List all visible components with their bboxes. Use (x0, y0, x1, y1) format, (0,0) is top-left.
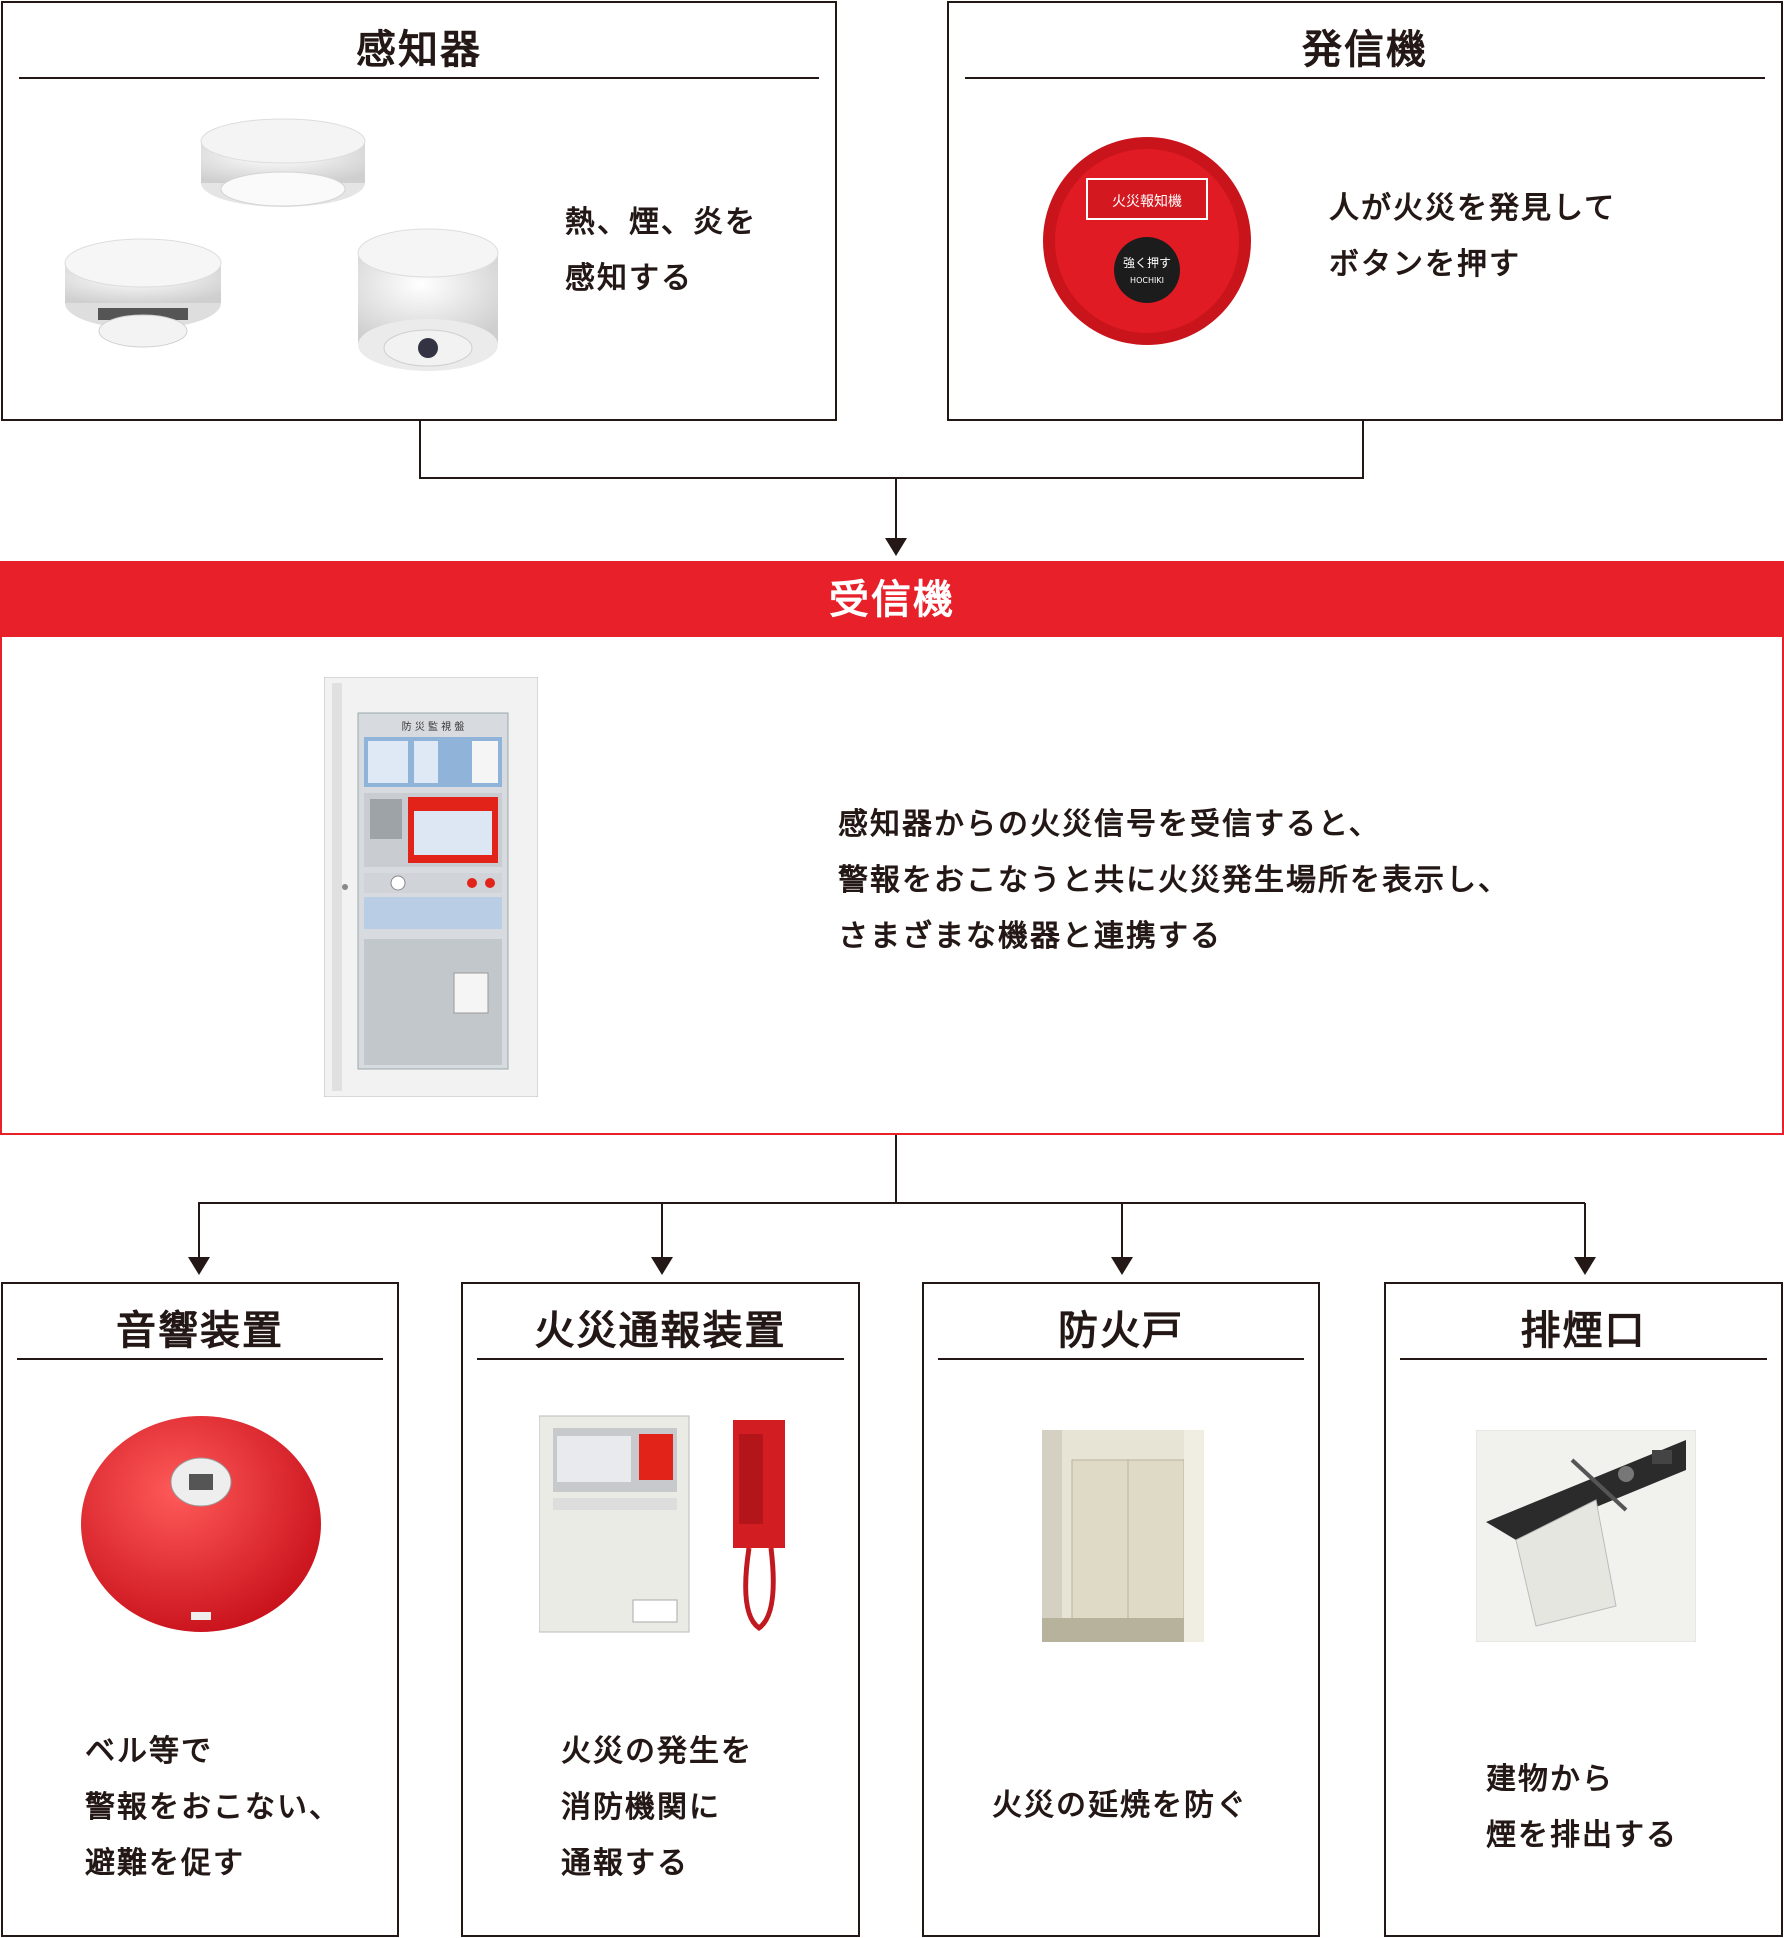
connector-to-bell (198, 1203, 200, 1257)
reporter-divider (477, 1358, 844, 1360)
fire-door-icon (1042, 1430, 1204, 1642)
fire-reporting-device-icon (539, 1414, 789, 1634)
reporter-title: 火災通報装置 (534, 1308, 787, 1354)
reporter-desc-line-2: 消防機関に (561, 1790, 721, 1825)
bell-desc-line-1: ベル等で (85, 1734, 213, 1769)
arrow-to-reporter-icon (651, 1257, 673, 1275)
reporter-box: 火災通報装置 火災の発生を 消防機関に 通報する (461, 1282, 860, 1937)
arrow-to-smoke-vent-icon (1574, 1257, 1596, 1275)
bell-desc-line-3: 避難を促す (85, 1846, 245, 1881)
fire-door-description: 火災の延焼を防ぐ (992, 1778, 1248, 1834)
reporter-desc-line-3: 通報する (561, 1846, 689, 1881)
bell-desc-line-2: 警報をおこない、 (85, 1790, 341, 1825)
arrow-to-fire-door-icon (1111, 1257, 1133, 1275)
transmitter-box: 発信機 火災報知機 強く押す HOCHIKI 人が火災を発見して ボタンを押す (947, 1, 1783, 421)
fire-alarm-control-panel-icon: 防 災 監 視 盤 (324, 677, 538, 1097)
receiver-box: 防 災 監 視 盤 感知器からの火災信号を受信すると、 警報をおこなうと共に火災… (0, 637, 1784, 1135)
fire-door-box: 防火戸 火災の延焼を防ぐ (922, 1282, 1320, 1937)
bell-title: 音響装置 (116, 1308, 284, 1354)
bell-divider (17, 1358, 383, 1360)
call-point-button-label: 強く押す (1123, 256, 1171, 270)
smoke-detectors-icon (58, 113, 518, 393)
transmitter-description: 人が火災を発見して ボタンを押す (1329, 181, 1616, 293)
fire-door-title: 防火戸 (1058, 1308, 1184, 1354)
detector-title: 感知器 (356, 27, 482, 73)
connector-input-join (419, 477, 1364, 479)
arrow-to-receiver-icon (885, 538, 907, 556)
call-point-brand-label: HOCHIKI (1130, 276, 1164, 285)
fire-door-divider (938, 1358, 1304, 1360)
detector-desc-line-2: 感知する (565, 261, 693, 296)
receiver-desc-line-1: 感知器からの火災信号を受信すると、 (838, 807, 1381, 842)
smoke-vent-description: 建物から 煙を排出する (1486, 1752, 1678, 1864)
receiver-desc-line-3: さまざまな機器と連携する (838, 919, 1222, 954)
detector-desc-line-1: 熱、煙、炎を (565, 205, 757, 240)
receiver-title: 受信機 (0, 561, 1784, 639)
smoke-vent-icon (1476, 1430, 1696, 1642)
detector-description: 熱、煙、炎を 感知する (565, 195, 757, 307)
connector-to-reporter (661, 1203, 663, 1257)
fire-door-desc-line-1: 火災の延焼を防ぐ (992, 1788, 1248, 1823)
connector-output-join (198, 1202, 1585, 1204)
transmitter-divider (965, 77, 1765, 79)
arrow-to-bell-icon (188, 1257, 210, 1275)
smoke-vent-divider (1400, 1358, 1767, 1360)
reporter-desc-line-1: 火災の発生を (561, 1734, 753, 1769)
bell-box: 音響装置 ベル等で 警報をおこない、 避難を促す (1, 1282, 399, 1937)
connector-transmitter-down (1362, 420, 1364, 478)
connector-to-smoke-vent (1584, 1203, 1586, 1257)
connector-to-receiver (895, 478, 897, 538)
smoke-vent-desc-line-2: 煙を排出する (1486, 1818, 1678, 1853)
detector-box: 感知器 熱、煙、炎を (1, 1, 837, 421)
alarm-bell-icon (79, 1412, 323, 1636)
transmitter-desc-line-1: 人が火災を発見して (1329, 191, 1617, 226)
panel-label: 防 災 監 視 盤 (402, 720, 465, 733)
receiver-desc-line-2: 警報をおこなうと共に火災発生場所を表示し、 (838, 863, 1510, 898)
manual-call-point-icon: 火災報知機 強く押す HOCHIKI (1041, 135, 1253, 347)
connector-receiver-down (895, 1135, 897, 1203)
transmitter-title: 発信機 (1302, 27, 1428, 73)
call-point-top-label: 火災報知機 (1112, 193, 1182, 210)
connector-detector-down (419, 420, 421, 478)
smoke-vent-desc-line-1: 建物から (1486, 1762, 1614, 1797)
receiver-description: 感知器からの火災信号を受信すると、 警報をおこなうと共に火災発生場所を表示し、 … (838, 797, 1510, 965)
smoke-vent-title: 排煙口 (1520, 1308, 1647, 1354)
detector-divider (19, 77, 819, 79)
bell-description: ベル等で 警報をおこない、 避難を促す (85, 1724, 341, 1892)
reporter-description: 火災の発生を 消防機関に 通報する (561, 1724, 753, 1892)
smoke-vent-box: 排煙口 建物から 煙を排出する (1384, 1282, 1783, 1937)
connector-to-fire-door (1121, 1203, 1123, 1257)
transmitter-desc-line-2: ボタンを押す (1329, 247, 1521, 282)
